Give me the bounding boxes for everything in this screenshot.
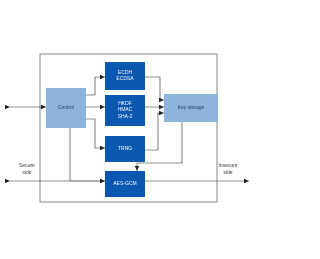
block-diagram: Control ECDH ECDSA HKDF HMAC SHA-2 TRNG … — [5, 53, 249, 203]
diagram-lines — [5, 53, 249, 203]
secure-label-line1: Secure — [19, 163, 35, 169]
sha2-label: SHA-2 — [117, 113, 133, 120]
hkdf-hmac-sha2-block: HKDF HMAC SHA-2 — [105, 95, 145, 126]
aes-gcm-block: AES-GCM — [105, 171, 145, 197]
control-ecdh-link — [81, 74, 105, 98]
control-block: Control — [46, 88, 86, 128]
ecdh-label: ECDH — [117, 69, 133, 76]
ecdsa-label: ECDSA — [116, 76, 134, 82]
hmac-label: HMAC — [117, 107, 133, 114]
hkdf-label: HKDF — [118, 101, 132, 108]
secure-side-label: Secure side — [14, 163, 40, 176]
secure-label-line2: side — [22, 169, 32, 176]
trng-keystorage-link — [145, 110, 164, 151]
control-label: Control — [57, 104, 75, 111]
control-trng-link — [81, 116, 105, 151]
keystorage-aes-link — [134, 122, 183, 171]
trng-block: TRNG — [105, 136, 145, 162]
key-storage-label: Key storage — [177, 104, 205, 111]
aes-gcm-label: AES-GCM — [113, 180, 137, 187]
ecdh-keystorage-link — [140, 74, 164, 103]
key-storage-block: Key storage — [164, 94, 218, 122]
insecure-side-label: Insecure side — [212, 163, 244, 176]
ecdh-ecdsa-block: ECDH ECDSA — [105, 62, 145, 90]
trng-label: TRNG — [117, 145, 133, 152]
insecure-label-line2: side — [223, 169, 233, 176]
control-aes-link — [67, 123, 105, 184]
module-frame — [39, 53, 218, 203]
insecure-label-line1: Insecure — [218, 163, 238, 169]
